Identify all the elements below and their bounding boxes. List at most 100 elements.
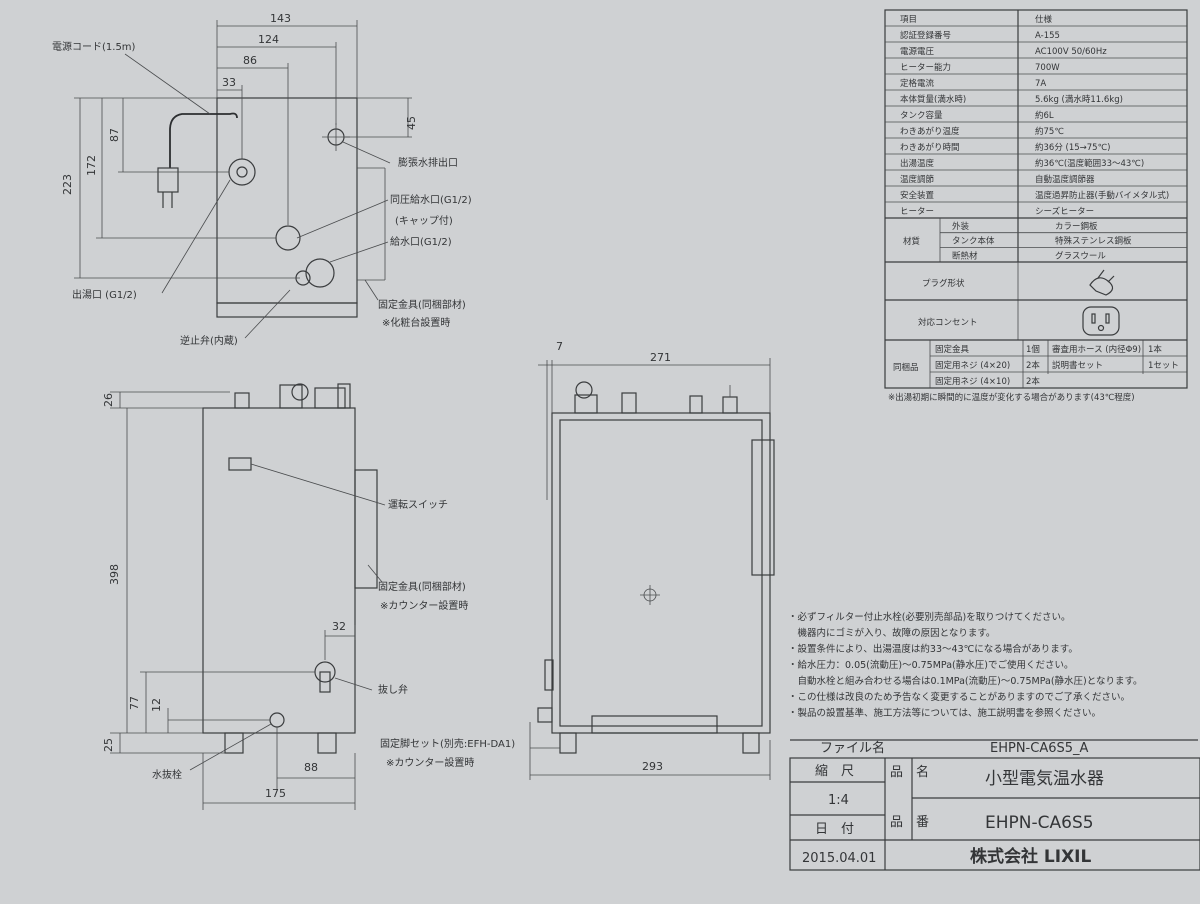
spec-item: タンク容量 [900,110,943,121]
notes: ・必ずフィルター付止水栓(必要別売部品)を取りつけてください。 機器内にゴミが入… [788,611,1143,719]
plug-label: プラグ形状 [922,278,965,289]
dim-87: 87 [108,128,121,142]
product-name: 小型電気温水器 [985,769,1104,789]
label-drain-valve: 抜し弁 [378,683,408,696]
label-inlet: 給水口(G1/2) [390,235,452,248]
spec-value: 温度過昇防止器(手動バイメタル式) [1035,190,1169,201]
material-rows: 外装カラー鋼板タンク本体特殊ステンレス鋼板断熱材グラスウール [940,221,1187,261]
label-bracket-front-note: ※カウンター設置時 [380,599,468,612]
label-bracket-top-note: ※化粧台設置時 [382,316,450,329]
dim-26: 26 [102,393,115,407]
spec-item: ヒーター [900,207,934,217]
spec-item: 本体質量(満水時) [900,94,966,105]
date-value: 2015.04.01 [802,851,876,866]
inlet-valve-icon [305,258,335,288]
materials-label: 材質 [903,236,921,247]
title-block: ファイル名 EHPN-CA6S5_A 縮 尺 1:4 日 付 2015.04.0… [789,739,1200,871]
spec-value: 約36分 (15→75℃) [1035,142,1110,153]
spec-item: わきあがり時間 [900,142,960,153]
note-line: ・製品の設置基準、施工方法等については、施工説明書を参照ください。 [788,707,1101,719]
spec-item: 認証登録番号 [900,30,951,41]
front-bracket [354,469,378,589]
spec-value: 5.6kg (満水時11.6kg) [1035,94,1123,105]
dim-124: 124 [258,33,279,46]
spec-item: 出湯温度 [900,158,935,169]
spec-value: 仕様 [1035,14,1053,25]
accessory-qty-2: 1本 [1148,344,1162,355]
plug-shape-icon [1089,269,1115,296]
material-value: グラスウール [1055,250,1106,261]
spec-value: 約6L [1035,110,1054,121]
spec-value: 7A [1035,79,1046,89]
label-check-valve: 逆止弁(内蔵) [180,334,238,347]
pressure-inlet-icon [275,225,301,251]
dim-398: 398 [108,564,121,585]
accessory-qty: 2本 [1026,376,1040,387]
spec-value: 自動温度調節器 [1035,174,1095,185]
spec-item: 安全装置 [900,190,935,201]
scale-label: 縮 尺 [815,763,854,779]
dim-12: 12 [150,698,163,712]
accessory-qty: 2本 [1026,360,1040,371]
accessories-label: 同梱品 [893,362,919,373]
label-expansion-drain: 膨張水排出口 [398,156,458,169]
note-line: ・この仕様は改良のため予告なく変更することがありますのでご了承ください。 [788,691,1130,703]
spec-value: 約75℃ [1035,126,1064,137]
accessory-qty-2: 1セット [1148,361,1179,371]
accessory-name: 固定用ネジ (4×10) [935,376,1010,387]
dim-33: 33 [222,76,236,89]
outlet-fitting-icon [228,158,256,186]
label-power-cord: 電源コード(1.5m) [52,40,136,53]
accessory-name: 固定金具 [935,344,970,355]
label-leg-note: ※カウンター設置時 [386,756,474,769]
spec-value: A-155 [1035,31,1060,41]
model-number: EHPN-CA6S5 [985,813,1094,833]
outlet-label: 対応コンセント [918,317,978,328]
name-label: 品 名 [890,764,929,780]
cord-pipe [169,112,238,168]
drain-plug-icon [269,712,285,728]
spec-item: 温度調節 [900,174,935,185]
switch-icon [228,457,252,471]
material-part: タンク本体 [952,236,995,247]
spec-item: ヒーター能力 [900,62,951,73]
spec-item: 電源電圧 [900,47,935,57]
file-name: EHPN-CA6S5_A [990,741,1089,756]
label-bracket-top: 固定金具(同梱部材) [378,298,466,311]
side-view-body [551,412,771,734]
front-view: 26 398 25 77 12 32 88 175 運転スイッチ 固定金具(同梱… [102,383,468,810]
note-line: ・給水圧力：0.05(流動圧)～0.75MPa(静水圧)でご使用ください。 [788,659,1073,671]
side-view: 7 271 293 固定脚セット(別売:EFH-DA1) ※カウンター設置時 [380,340,775,780]
label-drain-plug: 水抜栓 [152,768,182,781]
spec-value: AC100V 50/60Hz [1035,47,1107,57]
dim-32: 32 [332,620,346,633]
date-label: 日 付 [815,822,854,837]
outlet-socket-icon [1082,306,1120,336]
material-part: 外装 [952,221,970,232]
accessory-name: 固定用ネジ (4×20) [935,360,1010,371]
top-view-base [216,302,358,318]
spec-value: 700W [1035,63,1060,73]
dim-143: 143 [270,12,291,25]
note-line: 自動水栓と組み合わせる場合は0.1MPa(流動圧)～0.75MPa(静水圧)とな… [788,675,1143,687]
material-value: 特殊ステンレス鋼板 [1055,236,1132,247]
note-line: ・必ずフィルター付止水栓(必要別売部品)を取りつけてください。 [788,611,1071,623]
label-cap: (キャップ付) [395,214,453,227]
label-bracket-front: 固定金具(同梱部材) [378,580,466,593]
spec-item: 項目 [900,15,917,25]
note-line: ・設置条件により、出湯温度は約33～43℃になる場合があります。 [788,643,1078,655]
accessory-name-2: 審査用ホース (内径Φ9) [1052,344,1141,355]
dim-7: 7 [556,340,563,353]
file-label: ファイル名 [820,740,885,756]
label-leg-set: 固定脚セット(別売:EFH-DA1) [380,737,515,750]
label-outlet: 出湯口 (G1/2) [72,288,137,301]
spec-value: 約36℃(温度範囲33～43℃) [1035,158,1144,169]
dim-45: 45 [405,116,418,130]
dim-25: 25 [102,738,115,752]
label-switch: 運転スイッチ [388,499,448,511]
dim-77: 77 [128,696,141,710]
